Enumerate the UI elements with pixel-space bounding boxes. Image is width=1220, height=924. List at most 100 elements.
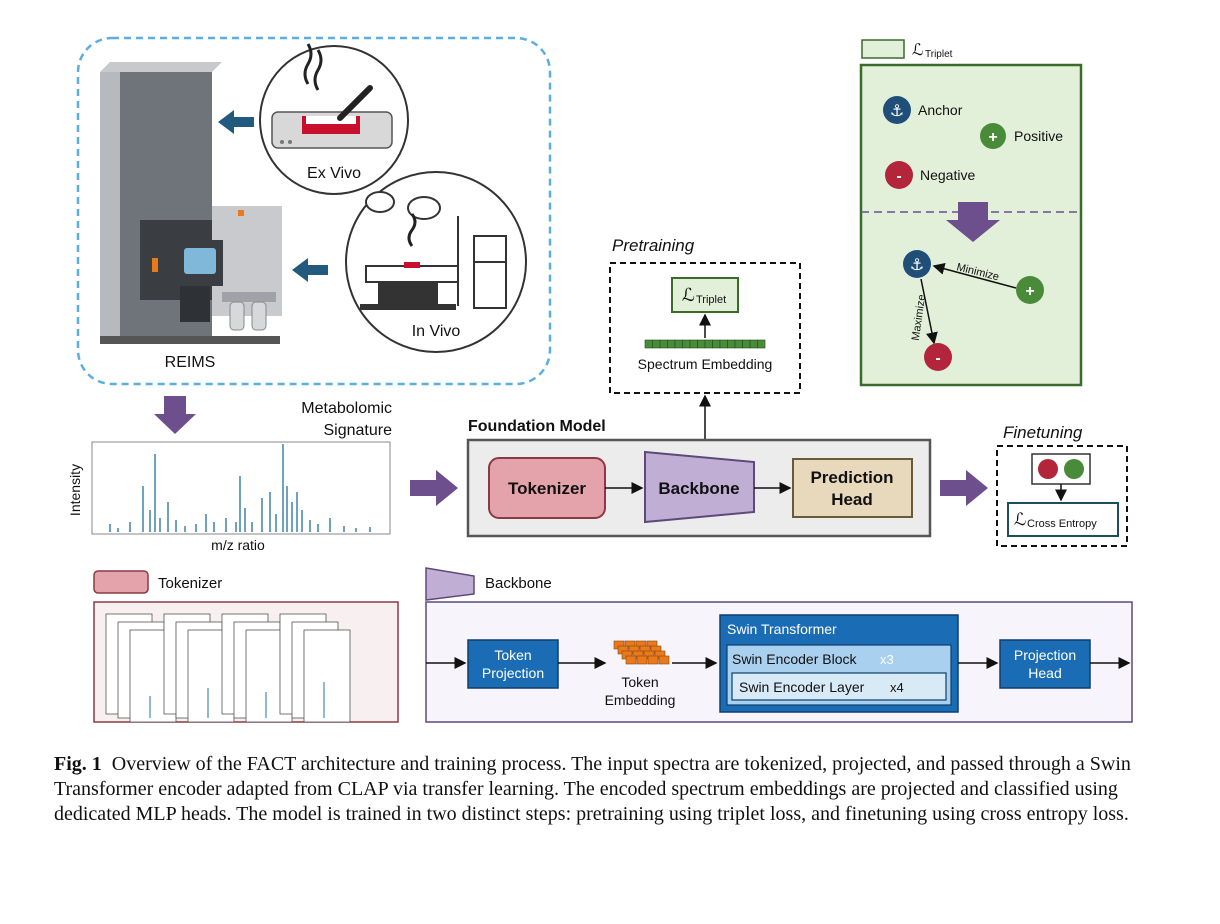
embedding-cell (652, 339, 661, 349)
token-projection-block (467, 639, 559, 689)
anchor-glyph: ⚓ (890, 103, 904, 120)
backbone-legend-label: Backbone (485, 575, 552, 592)
swin-encoder-layer-mult: x4 (890, 680, 904, 695)
class-red-dot (1038, 459, 1058, 479)
embedding-cell (659, 339, 668, 349)
backbone-label: Backbone (658, 479, 739, 498)
negative-icon (885, 161, 913, 189)
swin-encoder-layer-label: Swin Encoder Layer (739, 679, 865, 695)
swin-encoder-block-mult: x3 (880, 652, 894, 667)
embedding-cell (727, 339, 736, 349)
pretraining-loss-sub: Triplet (696, 294, 726, 306)
reims-machine-illustration (100, 62, 282, 344)
prediction-head-block (792, 458, 913, 518)
finetuning-loss-symbol: ℒ (1014, 510, 1026, 529)
tokenizer-label: Tokenizer (508, 479, 586, 498)
token-embedding-cell (647, 655, 659, 665)
token-projection-line1: Token (494, 647, 531, 663)
ex-vivo-circle (259, 43, 409, 195)
caption-label: Fig. 1 (54, 753, 102, 775)
embedding-cell (719, 339, 728, 349)
embedding-cell (712, 339, 721, 349)
embedding-cell (682, 339, 691, 349)
embedding-cell (749, 339, 758, 349)
pretraining-loss-symbol: ℒ (682, 285, 695, 305)
swin-encoder-layer (731, 672, 947, 701)
ex-vivo-arrow (218, 110, 254, 134)
class-green-dot (1064, 459, 1084, 479)
embedding-cell (757, 339, 766, 349)
triplet-transition-arrow (946, 202, 1000, 242)
token-embedding-cell (636, 655, 648, 665)
pretraining-title: Pretraining (612, 236, 695, 255)
token-embedding-stack (613, 640, 670, 665)
pretraining-loss-box (671, 277, 739, 313)
positive-after-icon (1016, 276, 1044, 304)
backbone-block (644, 450, 755, 524)
spectrum-title-line2: Signature (324, 422, 393, 439)
anchor-after-icon (903, 250, 931, 278)
swin-transformer-label: Swin Transformer (727, 621, 837, 637)
embedding-cell (689, 339, 698, 349)
triplet-legend-swatch (861, 39, 905, 59)
finetuning-loss-sub: Cross Entropy (1027, 518, 1097, 530)
token-projection-line2: Projection (482, 665, 544, 681)
projection-head-line2: Head (1028, 665, 1061, 681)
spectrum-title-line1: Metabolomic (301, 400, 392, 417)
token-embedding-cell (658, 655, 670, 665)
token-embedding-cell (625, 655, 637, 665)
negative-glyph: - (896, 168, 901, 185)
in-vivo-circle (345, 171, 527, 353)
triplet-legend-sub: Triplet (925, 49, 953, 60)
spectrum-to-model-arrow (410, 470, 458, 506)
spectrum-peaks (109, 444, 371, 532)
spectrum-ylabel: Intensity (67, 464, 83, 516)
positive-icon (980, 123, 1006, 149)
tokenizer-legend-label: Tokenizer (158, 575, 222, 592)
reims-label: REIMS (165, 354, 216, 371)
projection-head-line1: Projection (1014, 647, 1076, 663)
maximize-arrow (920, 278, 938, 345)
spectrum-xlabel: m/z ratio (211, 537, 265, 553)
positive-glyph: + (988, 129, 997, 146)
spectrum-embedding-label: Spectrum Embedding (638, 356, 773, 372)
positive-label: Positive (1014, 128, 1063, 144)
caption-text: Overview of the FACT architecture and tr… (54, 753, 1131, 825)
spectrum-embedding-bar (644, 339, 766, 349)
in-vivo-arrow (292, 258, 328, 282)
ex-vivo-label: Ex Vivo (307, 165, 361, 182)
figure-caption: Fig. 1 Overview of the FACT architecture… (54, 752, 1170, 827)
negative-after-glyph: - (935, 350, 940, 367)
embedding-cell (697, 339, 706, 349)
swin-encoder-block-label: Swin Encoder Block (732, 651, 858, 667)
spectrum-plot-frame (91, 441, 391, 535)
embedding-cell (734, 339, 743, 349)
anchor-label: Anchor (918, 102, 963, 118)
positive-after-glyph: + (1025, 283, 1034, 300)
in-vivo-label: In Vivo (412, 323, 461, 340)
minimize-arrow (932, 262, 1017, 289)
anchor-after-glyph: ⚓ (910, 257, 924, 274)
tokenized-spectrum-patches (105, 613, 351, 723)
token-patch (303, 629, 351, 723)
embedding-cell (644, 339, 653, 349)
reims-frame (76, 36, 552, 386)
prediction-head-line2: Head (831, 490, 873, 509)
negative-label: Negative (920, 167, 975, 183)
token-embedding-line1: Token (621, 674, 658, 690)
prediction-head-line1: Prediction (810, 468, 893, 487)
finetuning-title: Finetuning (1003, 423, 1083, 442)
embedding-cell (674, 339, 683, 349)
foundation-title: Foundation Model (468, 418, 606, 435)
backbone-legend-swatch (425, 567, 475, 601)
model-to-finetuning-arrow (940, 470, 988, 506)
embedding-cell (704, 339, 713, 349)
tokenizer-legend-swatch (93, 570, 149, 594)
negative-after-icon (924, 343, 952, 371)
reims-down-arrow (154, 396, 196, 434)
fact-architecture-diagram: REIMS Ex Vivo In Vivo Metabolomic Signat… (67, 36, 1133, 723)
projection-head-block (999, 639, 1091, 689)
token-embedding-line2: Embedding (605, 692, 676, 708)
triplet-legend-symbol: ℒ (912, 42, 924, 59)
embedding-cell (742, 339, 751, 349)
